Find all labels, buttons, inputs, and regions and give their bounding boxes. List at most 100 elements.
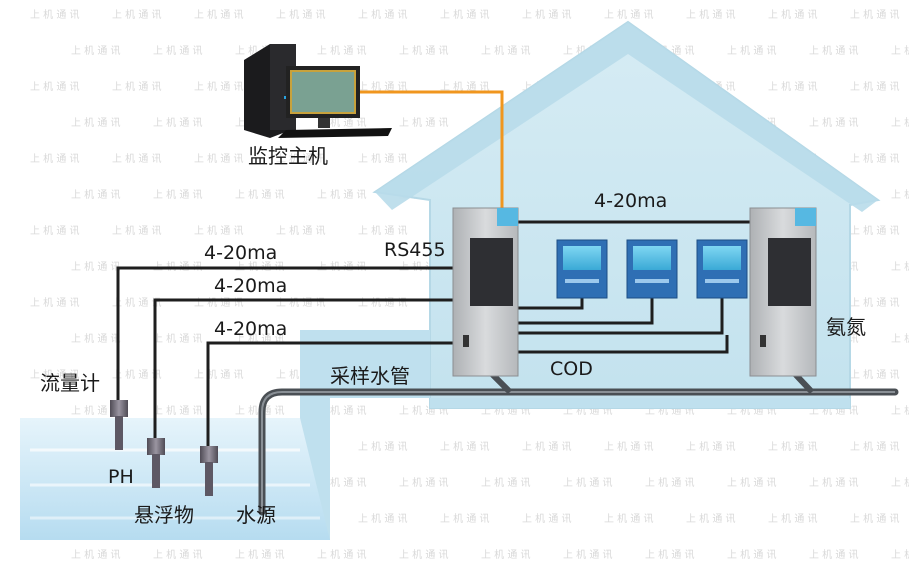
watermark-text: 上 机 通 讯 [522,8,572,21]
label-sampling-pipe: 采样水管 [330,364,410,388]
suspended-solids-probe [200,446,218,496]
watermark-text: 上 机 通 讯 [809,116,859,129]
watermark-text: 上 机 通 讯 [481,476,531,489]
watermark-text: 上 机 通 讯 [358,152,408,165]
watermark-text: 上 机 通 讯 [30,296,80,309]
watermark-text: 上 机 通 讯 [112,152,162,165]
label-signal-3: 4-20ma [214,318,288,340]
label-signal-1: 4-20ma [204,242,278,264]
watermark-text: 上 机 通 讯 [317,548,367,561]
watermark-text: 上 机 通 讯 [809,548,859,561]
watermark-text: 上 机 通 讯 [850,80,900,93]
watermark-text: 上 机 通 讯 [358,296,408,309]
cabinet-window-right [768,238,811,306]
label-water-source: 水源 [236,503,276,527]
basement-wall [300,330,850,540]
watermark-text: 上 机 通 讯 [153,548,203,561]
label-signal-2: 4-20ma [214,275,288,297]
right-analyzer-cabinet [749,207,817,377]
watermark-text: 上 机 通 讯 [645,548,695,561]
wire-meter-2 [518,298,654,325]
computer-keyboard [278,128,392,138]
watermark-text: 上 机 通 讯 [522,512,572,525]
watermark-text: 上 机 通 讯 [440,80,490,93]
watermark-text: 上 机 通 讯 [850,152,900,165]
watermark-text: 上 机 通 讯 [850,296,900,309]
watermark-text: 上 机 通 讯 [399,44,449,57]
watermark-text: 上 机 通 讯 [891,476,909,489]
watermark-text: 上 机 通 讯 [112,224,162,237]
watermark-text: 上 机 通 讯 [768,80,818,93]
watermark-text: 上 机 通 讯 [276,296,326,309]
meter-3 [696,239,748,299]
wire-cod [518,335,729,354]
left-analyzer-cabinet [452,207,519,377]
watermark-text: 上 机 通 讯 [850,512,900,525]
watermark-text: 上 机 通 讯 [235,548,285,561]
watermark-text: 上 机 通 讯 [727,476,777,489]
watermark-text: 上 机 通 讯 [153,116,203,129]
watermark-text: 上 机 通 讯 [399,476,449,489]
watermark-text: 上 机 通 讯 [30,224,80,237]
watermark-text: 上 机 通 讯 [194,224,244,237]
watermark-text: 上 机 通 讯 [768,8,818,21]
watermark-text: 上 机 通 讯 [727,44,777,57]
watermark-text: 上 机 通 讯 [563,548,613,561]
watermark-text: 上 机 通 讯 [276,8,326,21]
wire-flowmeter [116,266,455,402]
watermark-text: 上 机 通 讯 [30,8,80,21]
watermark-text: 上 机 通 讯 [358,512,408,525]
watermark-text: 上 机 通 讯 [194,368,244,381]
label-ammonia: 氨氮 [826,315,866,339]
watermark-text: 上 机 通 讯 [71,332,121,345]
watermark-text: 上 机 通 讯 [112,8,162,21]
watermark-text: 上 机 通 讯 [30,152,80,165]
label-suspended: 悬浮物 [134,503,194,527]
watermark-text: 上 机 通 讯 [891,44,909,57]
watermark-text: 上 机 通 讯 [481,44,531,57]
flowmeter-probe [110,400,128,450]
watermark-text: 上 机 通 讯 [522,440,572,453]
label-ph: PH [108,466,134,488]
watermark-text: 上 机 通 讯 [399,548,449,561]
monitoring-computer [244,44,392,138]
cabinet-display-left [497,208,518,226]
watermark-text: 上 机 通 讯 [686,440,736,453]
watermark-text: 上 机 通 讯 [71,188,121,201]
watermark-text: 上 机 通 讯 [850,440,900,453]
watermark-text: 上 机 通 讯 [891,548,909,561]
watermark-text: 上 机 通 讯 [481,548,531,561]
watermark-text: 上 机 通 讯 [317,44,367,57]
watermark-text: 上 机 通 讯 [645,476,695,489]
watermark-text: 上 机 通 讯 [850,224,900,237]
watermark-text: 上 机 通 讯 [112,368,162,381]
watermark-text: 上 机 通 讯 [194,152,244,165]
watermark-text: 上 机 通 讯 [891,260,909,273]
watermark-text: 上 机 通 讯 [604,440,654,453]
watermark-text: 上 机 通 讯 [153,44,203,57]
wire-suspended [206,341,455,448]
signal-wires [116,220,752,448]
watermark-text: 上 机 通 讯 [194,80,244,93]
watermark-text: 上 机 通 讯 [563,476,613,489]
watermark-text: 上 机 通 讯 [809,476,859,489]
cabinet-window-left [470,238,513,306]
watermark-text: 上 机 通 讯 [71,548,121,561]
watermark-text: 上 机 通 讯 [440,440,490,453]
watermark-text: 上 机 通 讯 [358,224,408,237]
label-cod: COD [550,358,593,380]
watermark-text: 上 机 通 讯 [235,188,285,201]
watermark-text: 上 机 通 讯 [153,404,203,417]
ph-probe [147,438,165,488]
label-rs455: RS455 [384,239,446,261]
watermark-text: 上 机 通 讯 [850,8,900,21]
watermark-text: 上 机 通 讯 [71,260,121,273]
watermark-text: 上 机 通 讯 [358,440,408,453]
watermark-text: 上 机 通 讯 [891,332,909,345]
watermark-text: 上 机 通 讯 [686,512,736,525]
watermark-text: 上 机 通 讯 [768,512,818,525]
watermark-text: 上 机 通 讯 [399,116,449,129]
watermark-text: 上 机 通 讯 [71,116,121,129]
wire-ph [153,298,455,440]
watermark-text: 上 机 通 讯 [440,512,490,525]
